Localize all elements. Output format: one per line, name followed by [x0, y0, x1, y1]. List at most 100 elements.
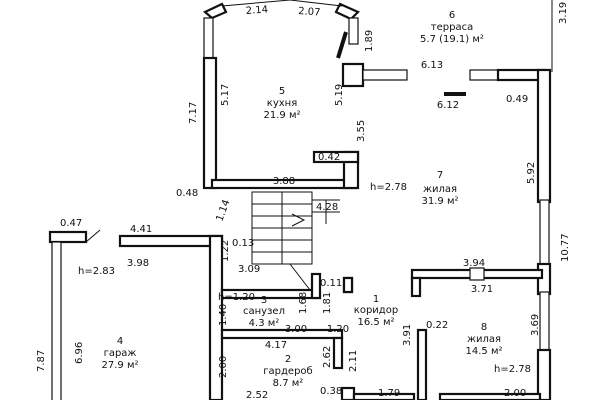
dim-5-92: 5.92 — [526, 162, 537, 184]
living8-area: 14.5 м² — [466, 346, 503, 357]
corridor-area: 16.5 м² — [358, 317, 395, 328]
dim-3-94: 3.94 — [463, 258, 485, 269]
kitchen-bay-left-wall — [202, 2, 228, 20]
dim-3-19: 3.19 — [558, 2, 569, 24]
terrace-name: терраса — [431, 22, 473, 33]
bathroom-right-stub — [310, 272, 322, 300]
dim-0-22: 0.22 — [426, 320, 448, 331]
corridor-number: 1 — [373, 294, 379, 305]
kitchen-left-wall — [202, 56, 218, 190]
wardrobe-area: 8.7 м² — [273, 378, 304, 389]
dim-3-98: 3.98 — [127, 258, 149, 269]
kitchen-right-window — [348, 17, 359, 45]
dim-1-89: 1.89 — [364, 30, 375, 52]
dim-3-55: 3.55 — [356, 120, 367, 142]
dim-3-09: 3.09 — [238, 264, 260, 275]
dim-5-19: 5.19 — [334, 84, 345, 106]
dim-2-11: 2.11 — [348, 350, 359, 372]
dim-0-42: 0.42 — [318, 152, 340, 163]
staircase — [251, 191, 340, 291]
bathroom-name: санузел — [243, 306, 285, 317]
east-wall — [536, 68, 552, 204]
dim-0-49: 0.49 — [506, 94, 528, 105]
kitchen-bay-left-roof — [221, 0, 291, 7]
dim-10-77: 10.77 — [560, 233, 571, 262]
height-garage: h=2.83 — [78, 266, 115, 277]
dim-1-79: 1.79 — [378, 388, 400, 399]
dim-2-62: 2.62 — [322, 346, 333, 368]
dim-6-96: 6.96 — [74, 342, 85, 364]
dim-3-69: 3.69 — [530, 314, 541, 336]
dim-4-41: 4.41 — [130, 224, 152, 235]
dim-2-52: 2.52 — [246, 390, 268, 400]
dim-4-17: 4.17 — [265, 340, 287, 351]
dim-0-48: 0.48 — [176, 188, 198, 199]
living8-number: 8 — [481, 322, 487, 333]
kitchen-bay-right-wall — [334, 2, 360, 21]
dim-7-17: 7.17 — [188, 102, 199, 124]
dim-2-14: 2.14 — [245, 4, 268, 17]
living7-area: 31.9 м² — [422, 196, 459, 207]
dim-4-28: 4.28 — [316, 202, 338, 213]
dim-3-71: 3.71 — [471, 284, 493, 295]
bathroom-area: 4.3 м² — [249, 318, 280, 329]
garage-name: гараж — [104, 348, 137, 359]
corridor-bottom-stub — [352, 392, 416, 400]
bathroom-number: 3 — [261, 295, 267, 306]
dim-3-00: 3.00 — [285, 324, 307, 335]
dim-0-47: 0.47 — [60, 218, 82, 229]
dim-0-38: 0.38 — [320, 386, 342, 397]
terrace-window-left — [362, 69, 408, 81]
east-window-1 — [539, 199, 550, 267]
kitchen-name: кухня — [267, 98, 297, 109]
bathroom-bottom-wall — [220, 328, 344, 340]
dim-0-11: 0.11 — [320, 278, 342, 289]
room8-left-wall-lower — [416, 328, 428, 400]
kitchen-number: 5 — [279, 86, 285, 97]
dim-5-17: 5.17 — [220, 84, 231, 106]
height-living8: h=2.78 — [494, 364, 531, 375]
terrace-door-leaf — [336, 31, 348, 59]
dim-6-12: 6.12 — [437, 100, 459, 111]
ceiling-heights: h=2.78 h=2.83 h=1.20 h=2.78 — [78, 182, 531, 375]
height-bathroom: h=1.20 — [218, 292, 255, 303]
east-wall-bottom — [536, 348, 552, 400]
dimensions: 2.14 2.07 1.89 3.19 6.13 6.12 0.49 5.17 … — [36, 2, 571, 400]
kitchen-left-window — [203, 17, 214, 61]
room8-bottom-wall — [438, 392, 542, 400]
terrace-window-right — [469, 69, 501, 81]
kitchen-terrace-stub-wall — [341, 62, 365, 88]
dim-1-20: 1.20 — [327, 324, 349, 335]
dim-1-22: 1.22 — [220, 240, 231, 262]
dim-2-07: 2.07 — [298, 6, 321, 19]
wardrobe-name: гардероб — [263, 366, 312, 377]
room8-left-wall — [410, 276, 422, 298]
terrace-area: 5.7 (19.1) м² — [420, 34, 484, 45]
dim-3-91: 3.91 — [402, 324, 413, 346]
living7-name: жилая — [423, 184, 457, 195]
dim-1-14: 1.14 — [214, 198, 232, 223]
dim-3-88: 3.88 — [273, 176, 295, 187]
wardrobe-bottom-stub — [340, 386, 356, 400]
wardrobe-right-wall — [332, 336, 344, 370]
kitchen-bay-right-roof — [289, 0, 343, 7]
dim-1-81: 1.81 — [322, 292, 333, 314]
garage-left-window — [51, 241, 62, 400]
dim-2-00-left: 2.00 — [218, 356, 229, 378]
dim-2-00-right: 2.00 — [504, 388, 526, 399]
garage-door-swing — [85, 229, 101, 243]
dim-0-13: 0.13 — [232, 238, 254, 249]
garage-right-wall — [208, 234, 224, 400]
dim-6-13: 6.13 — [421, 60, 443, 71]
kitchen-area: 21.9 м² — [264, 110, 301, 121]
living7-number: 7 — [437, 170, 443, 181]
walls — [48, 0, 553, 400]
garage-top-wall-right — [118, 234, 224, 248]
room-labels: 5 кухня 21.9 м² 6 терраса 5.7 (19.1) м² … — [102, 10, 503, 389]
dim-1-68: 1.68 — [298, 292, 309, 314]
room8-door — [469, 267, 485, 281]
kitchen-bottom-stub-cap — [312, 150, 360, 164]
corridor-name: коридор — [354, 305, 398, 316]
